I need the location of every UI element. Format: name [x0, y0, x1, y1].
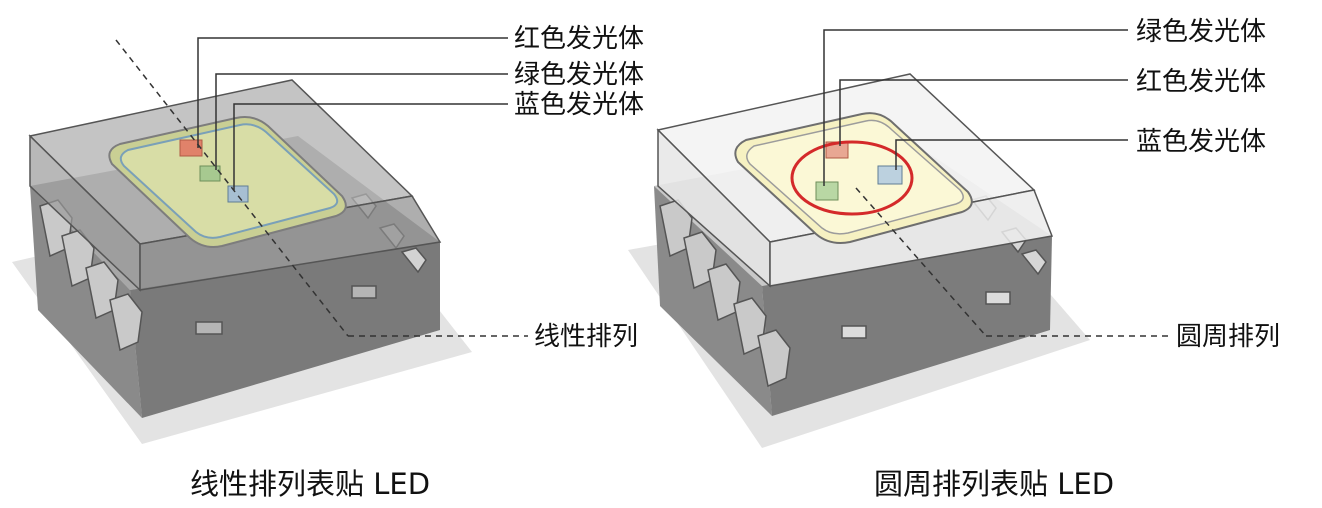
cap-notch: [195, 321, 223, 335]
green-emitter: [815, 181, 839, 201]
leader-blue: [233, 103, 508, 190]
linear-led-package: [12, 39, 472, 444]
green-emitter: [199, 165, 221, 182]
blue-emitter: [227, 185, 249, 203]
leader-green: [215, 73, 508, 170]
cap-notch: [985, 291, 1011, 305]
right-arrangement-label: 圆周排列: [1176, 322, 1280, 352]
left-blue-label: 蓝色发光体: [514, 90, 644, 120]
lens-inner: [119, 123, 339, 239]
left-caption: 线性排列表贴 LED: [190, 467, 430, 501]
pin: [109, 293, 143, 352]
cap-notch: [351, 285, 377, 299]
linear-axis-line: [115, 39, 349, 337]
leader-red: [197, 37, 508, 148]
circular-arrangement-ring: [790, 140, 914, 216]
red-emitter: [179, 139, 203, 157]
left-green-label: 绿色发光体: [514, 60, 644, 90]
left-red-label: 红色发光体: [514, 24, 644, 54]
leader-green: [823, 29, 1128, 186]
left-leader-lines: [197, 37, 528, 337]
pin: [85, 261, 119, 320]
right-red-label: 红色发光体: [1136, 67, 1266, 97]
pin: [1020, 249, 1047, 276]
leader-blue: [895, 139, 1128, 170]
circular-led-package: [628, 73, 1090, 448]
cap-notch: [841, 325, 867, 339]
pin: [400, 247, 427, 274]
blue-emitter: [877, 165, 903, 185]
right-green-label: 绿色发光体: [1136, 17, 1266, 47]
right-leader-lines: [823, 29, 1170, 337]
lower-body-front-side: [762, 236, 1052, 416]
left-side-pins: [39, 199, 143, 352]
right-caption: 圆周排列表贴 LED: [874, 467, 1114, 501]
pin: [683, 231, 717, 290]
left-side-pins: [659, 199, 791, 388]
right-blue-label: 蓝色发光体: [1136, 127, 1266, 157]
lens-inner: [746, 119, 964, 235]
left-arrangement-label: 线性排列: [534, 322, 638, 352]
pin: [707, 263, 741, 322]
pin: [757, 329, 791, 388]
leader-red: [839, 79, 1128, 146]
pin: [733, 297, 767, 356]
